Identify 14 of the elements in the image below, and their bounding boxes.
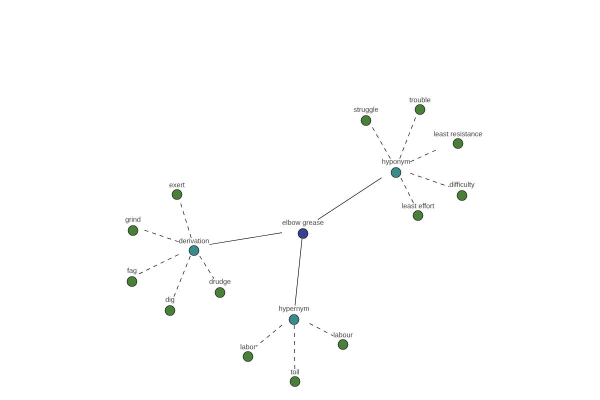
dashed-connector <box>399 114 417 159</box>
dashed-connector <box>137 254 179 275</box>
connector-line <box>294 238 302 306</box>
dashed-connector <box>410 173 450 188</box>
dashed-connector <box>294 324 296 370</box>
dashed-connector <box>174 256 191 297</box>
dashed-connector <box>371 126 391 159</box>
dashed-connector <box>256 324 282 347</box>
dashed-connector <box>309 323 334 336</box>
dashed-connector <box>199 256 214 279</box>
dashed-connector <box>400 178 414 204</box>
connector-line <box>209 232 282 245</box>
dashed-connector <box>410 148 439 162</box>
connector-line <box>318 177 382 220</box>
